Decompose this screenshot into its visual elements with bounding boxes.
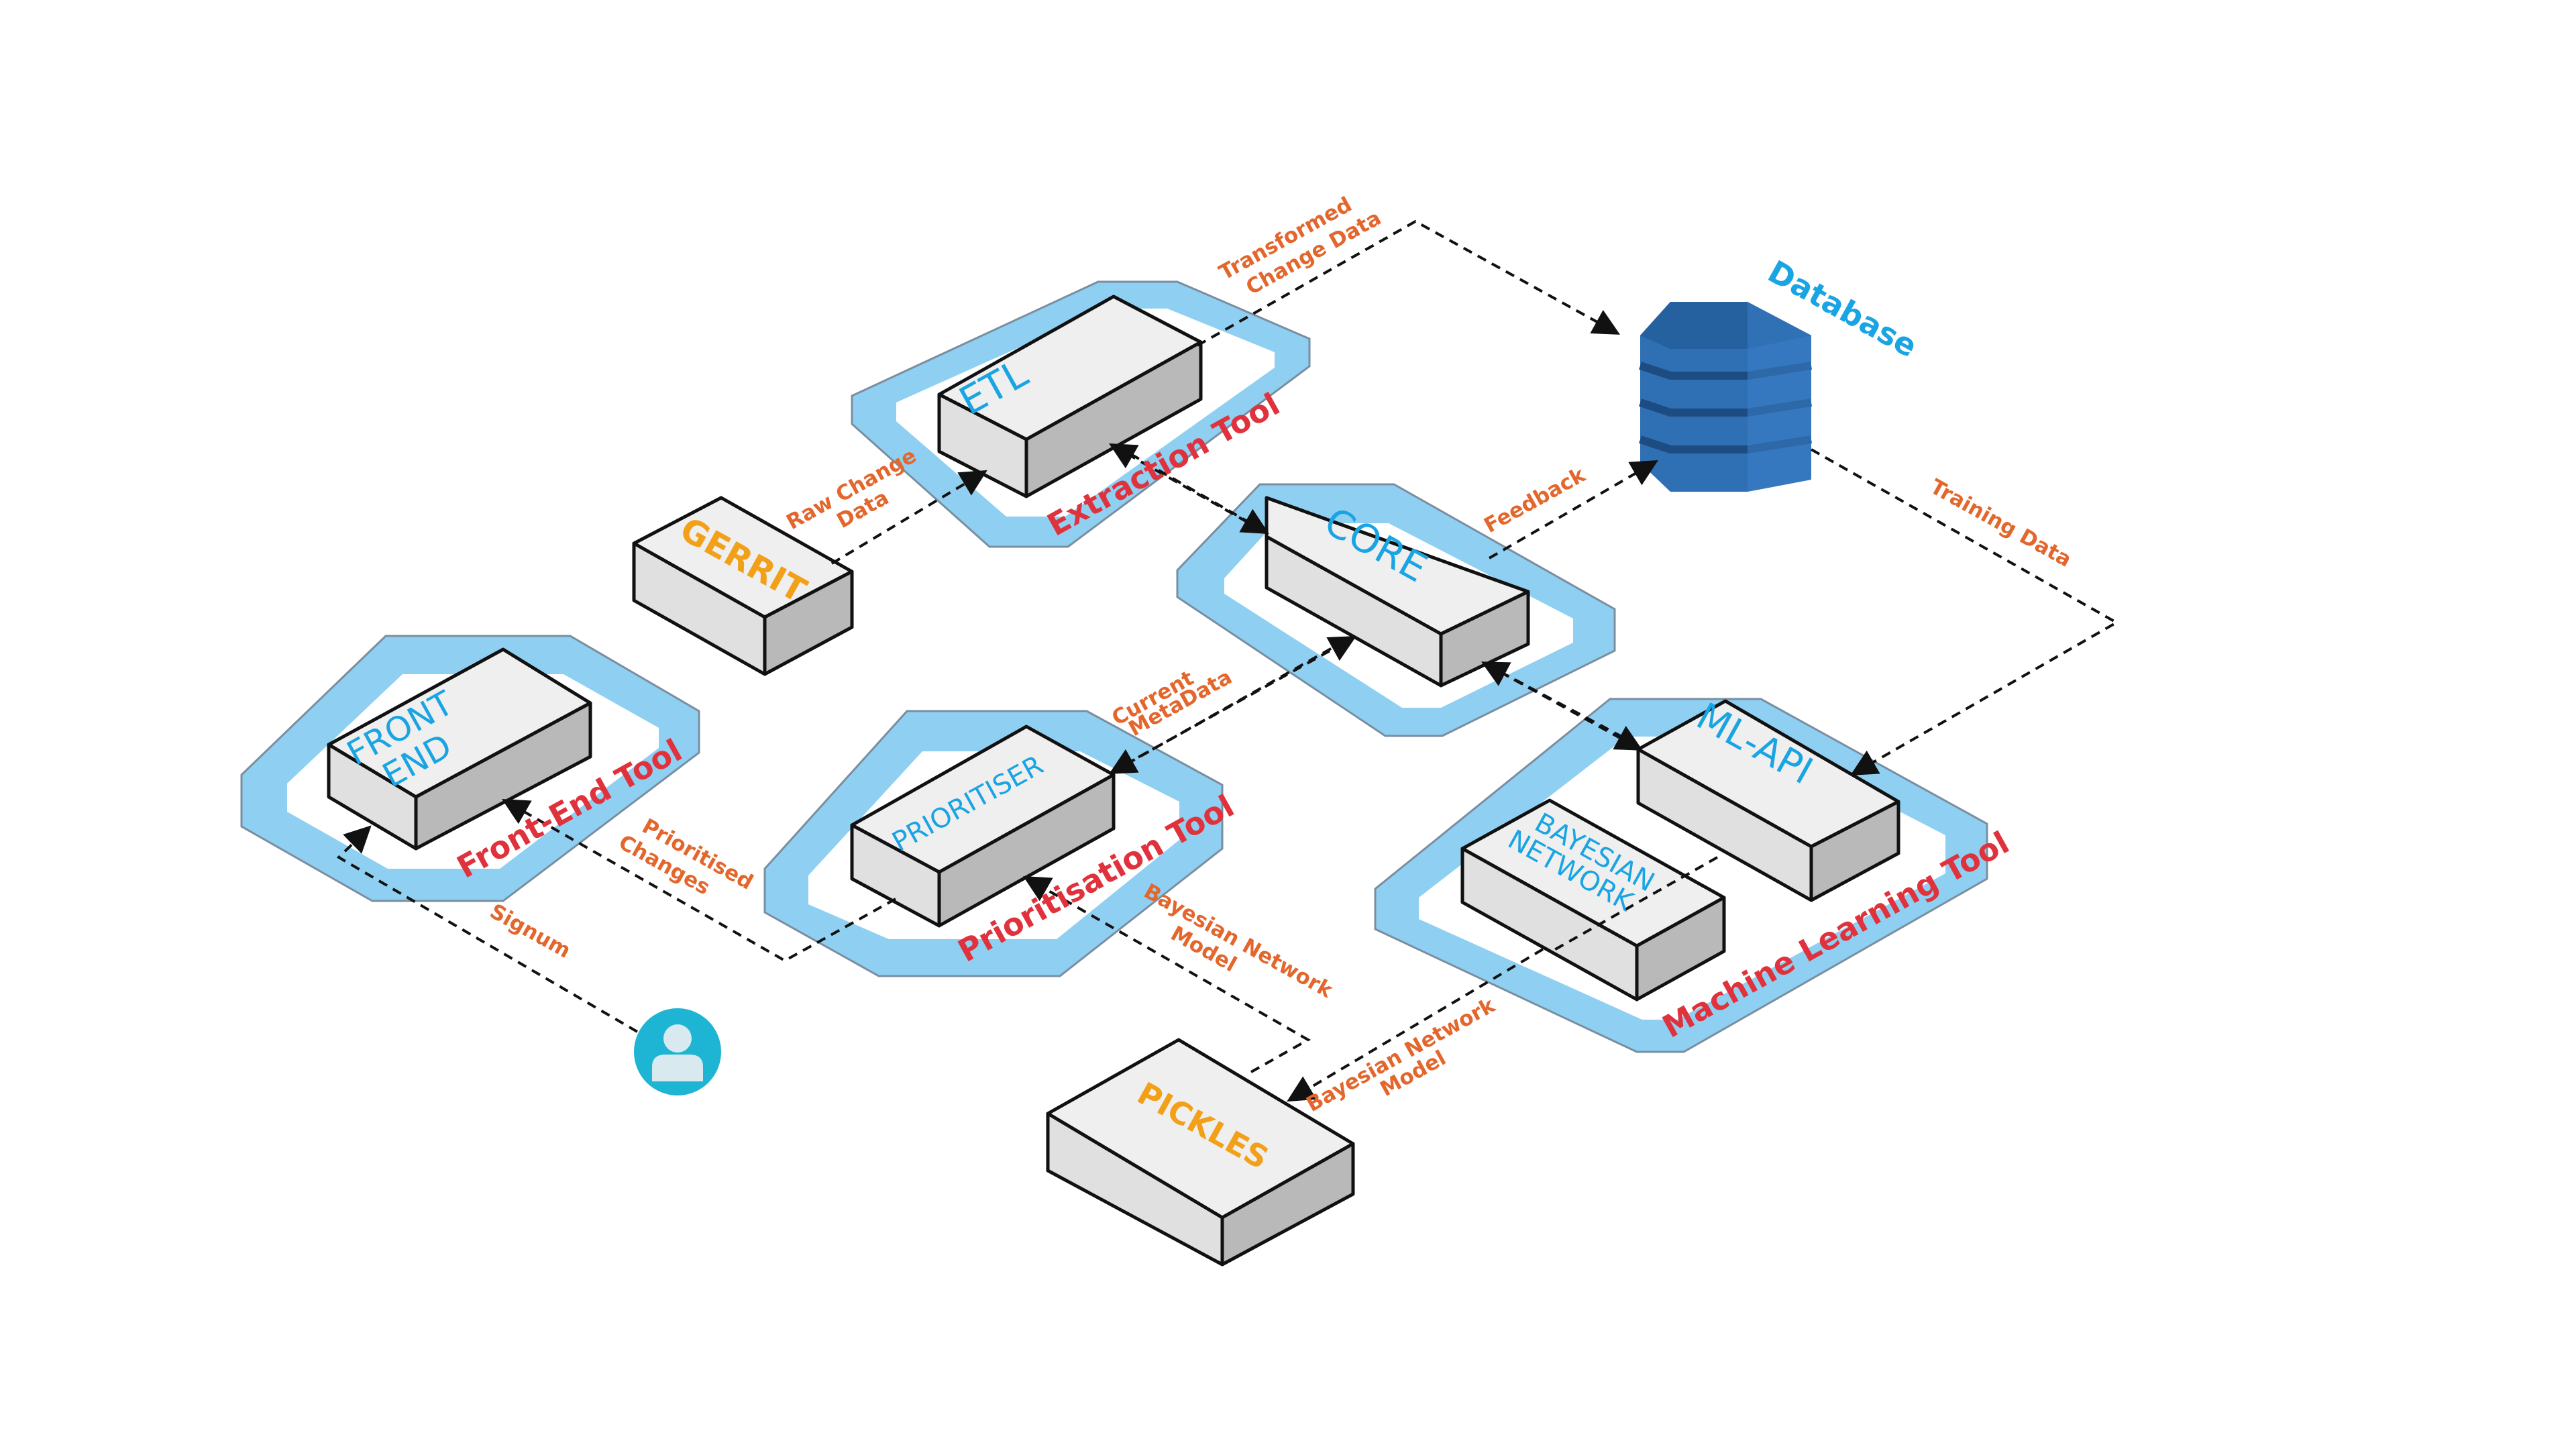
core-box: [1265, 496, 1530, 688]
ml-api-box: [1636, 699, 1900, 902]
etl-box: [937, 294, 1203, 498]
pickles-box: [1046, 1038, 1355, 1267]
flow-label-feedback: Feedback: [1480, 462, 1590, 538]
flow-label-signum: Signum: [486, 900, 575, 963]
gerrit-box: [632, 496, 854, 676]
database-icon: [1639, 302, 1812, 492]
front-end-box: [327, 647, 592, 851]
bayesian-network-box: [1460, 798, 1726, 1002]
flow-arrows: [336, 219, 2120, 1102]
user-icon: [634, 1008, 721, 1095]
flow-label-bayesian-network-model-2a: Bayesian Network: [1302, 993, 1499, 1117]
prioritiser-box: [850, 724, 1116, 928]
